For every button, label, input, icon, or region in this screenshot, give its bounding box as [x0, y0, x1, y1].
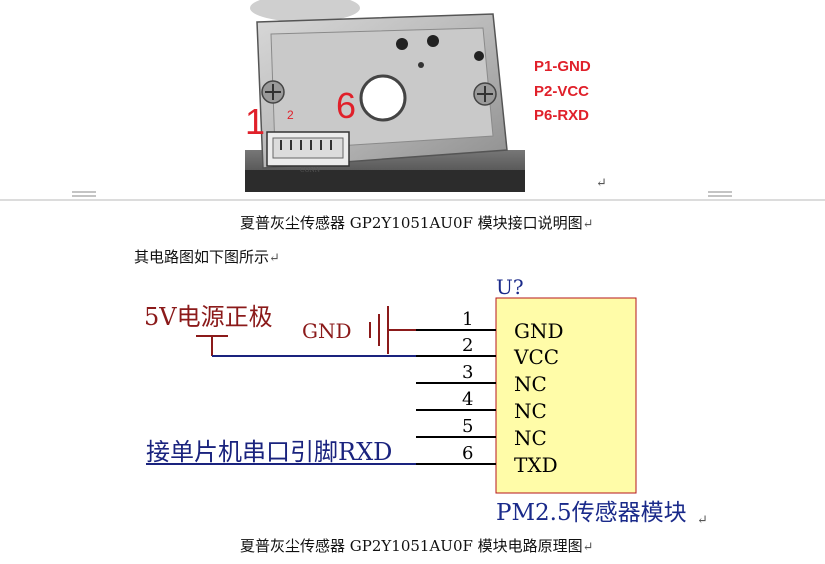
- pin-name: GND: [514, 319, 564, 343]
- paragraph-mark: ↵: [697, 513, 708, 528]
- pin-2-marker: 2: [287, 108, 294, 122]
- pin-number: 3: [462, 362, 473, 383]
- pin-number: 2: [462, 335, 473, 356]
- connector-text: CONN: [300, 167, 320, 174]
- pin-legend-gnd: P1-GND: [534, 58, 591, 75]
- module-name: PM2.5传感器模块: [496, 500, 687, 526]
- component-ref: U?: [496, 275, 524, 299]
- pin-number: 5: [462, 416, 473, 437]
- pin-name: NC: [514, 399, 547, 423]
- pin-1-marker: 1: [245, 101, 266, 142]
- pin-name: TXD: [514, 453, 558, 477]
- rxd-label: 接单片机串口引脚RXD: [146, 438, 392, 466]
- interface-caption: 夏普灰尘传感器 GP2Y1051AU0F 模块接口说明图↵: [240, 214, 594, 232]
- pin-name: NC: [514, 372, 547, 396]
- circuit-schematic: U? 5V电源正极 GND 接单片机串口引脚RXD PM2.5传感器模块 1 2…: [144, 275, 708, 528]
- sensor-component-box: [495, 297, 637, 494]
- pin-name: VCC: [513, 345, 559, 369]
- ground-symbol: [369, 306, 416, 354]
- gnd-label: GND: [302, 319, 352, 343]
- paragraph-mark: ↵: [596, 176, 607, 191]
- pin-number: 6: [462, 443, 473, 464]
- page-break-divider: [0, 191, 825, 201]
- intro-text: 其电路图如下图所示↵: [134, 248, 280, 266]
- power-label: 5V电源正极: [144, 303, 273, 331]
- pin-6-marker: 6: [336, 85, 357, 126]
- circuit-caption: 夏普灰尘传感器 GP2Y1051AU0F 模块电路原理图↵: [240, 537, 594, 555]
- pin-number: 4: [462, 389, 473, 410]
- pin-legend-rxd: P6-RXD: [534, 107, 590, 124]
- pin-legend-vcc: P2-VCC: [534, 83, 590, 100]
- pin-number: 1: [462, 309, 473, 330]
- pin-name: NC: [514, 426, 547, 450]
- sensor-photo: CONN: [245, 0, 525, 192]
